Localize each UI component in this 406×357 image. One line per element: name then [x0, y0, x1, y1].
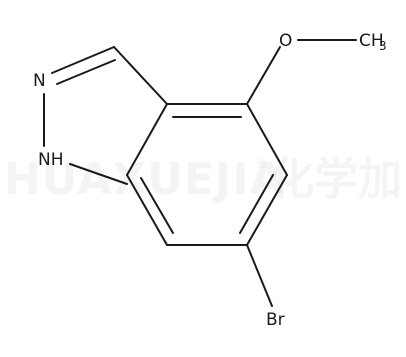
bond-n2-c7a: [69, 163, 128, 185]
watermark-chinese: 化学加: [270, 154, 402, 205]
bond-c2-c3a: [113, 46, 168, 105]
atom-label-ch3-subscript: 3: [379, 39, 387, 53]
bond-n1-c2: [51, 46, 115, 74]
atom-labels: N NH O CH 3 Br: [33, 31, 387, 330]
bond-n1-c2-double: [56, 59, 116, 85]
bond-c5-c6: [246, 174, 288, 246]
atom-label-nh: NH: [38, 150, 64, 170]
bonds: [43, 39, 357, 307]
atom-label-o: O: [279, 31, 292, 51]
bond-c5-c6-double: [239, 174, 274, 234]
bond-c7-c7a: [126, 174, 168, 246]
watermark-registered-mark: ®: [255, 157, 268, 172]
watermark-latin: HUAXUEJIA: [4, 154, 285, 205]
atom-label-ch: CH: [359, 31, 384, 51]
bond-c7-c7a-double: [140, 177, 174, 234]
bond-c4-o: [246, 46, 281, 105]
bond-c4-c5: [246, 103, 288, 176]
bond-c6-br: [246, 244, 273, 307]
bond-c7a-c3a: [126, 103, 168, 176]
watermark: HUAXUEJIA ® 化学加: [4, 154, 402, 205]
atom-label-n: N: [33, 71, 46, 91]
atom-label-br: Br: [266, 310, 285, 330]
